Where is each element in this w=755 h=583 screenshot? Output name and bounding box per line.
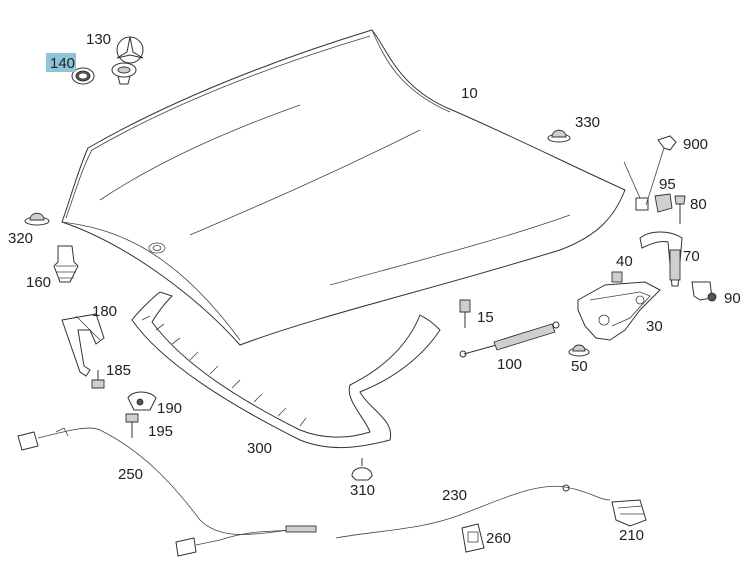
emblem-ring	[71, 67, 95, 85]
callout-230[interactable]: 230	[442, 487, 467, 504]
seal-300	[131, 291, 441, 448]
callout-100[interactable]: 100	[497, 356, 522, 373]
bolt-15	[459, 299, 471, 328]
rod-900	[623, 135, 677, 211]
catch-160	[53, 245, 79, 283]
clip-95	[654, 193, 673, 213]
screw-195	[125, 413, 139, 438]
buffer-320	[24, 212, 50, 226]
callout-130[interactable]: 130	[86, 31, 111, 48]
callout-180[interactable]: 180	[92, 303, 117, 320]
callout-185[interactable]: 185	[106, 362, 131, 379]
release-cable-230	[335, 484, 611, 539]
callout-10[interactable]: 10	[461, 85, 478, 102]
gas-strut-100	[459, 321, 560, 358]
callout-30[interactable]: 30	[646, 318, 663, 335]
callout-330[interactable]: 330	[575, 114, 600, 131]
callout-40[interactable]: 40	[616, 253, 633, 270]
bracket-90	[691, 281, 717, 302]
hood-part	[61, 29, 626, 346]
callout-50[interactable]: 50	[571, 358, 588, 375]
callout-190[interactable]: 190	[157, 400, 182, 417]
nut-40	[611, 271, 623, 283]
screw-80	[674, 195, 686, 224]
callout-900[interactable]: 900	[683, 136, 708, 153]
callout-210[interactable]: 210	[619, 527, 644, 544]
callout-310[interactable]: 310	[350, 482, 375, 499]
callout-300[interactable]: 300	[247, 440, 272, 457]
buffer-330	[547, 129, 571, 143]
clip-310	[351, 458, 373, 481]
callout-95[interactable]: 95	[659, 176, 676, 193]
callout-15[interactable]: 15	[477, 309, 494, 326]
lever-210	[611, 499, 647, 527]
release-cable-250	[17, 427, 317, 557]
callout-320[interactable]: 320	[8, 230, 33, 247]
buffer-50	[568, 344, 590, 357]
callout-70[interactable]: 70	[683, 248, 700, 265]
callout-260[interactable]: 260	[486, 530, 511, 547]
callout-160[interactable]: 160	[26, 274, 51, 291]
callout-140-highlight	[46, 53, 76, 72]
gas-strut-support-70	[639, 231, 683, 287]
callout-195[interactable]: 195	[148, 423, 173, 440]
callout-90[interactable]: 90	[724, 290, 741, 307]
catch-190	[127, 391, 157, 411]
bracket-180	[61, 313, 105, 377]
hood-star-emblem	[111, 36, 144, 85]
clip-260	[461, 523, 485, 553]
screw-185	[91, 370, 105, 389]
hood-hinge-30	[577, 281, 661, 341]
callout-140[interactable]: 140	[50, 55, 75, 72]
callout-80[interactable]: 80	[690, 196, 707, 213]
callout-250[interactable]: 250	[118, 466, 143, 483]
